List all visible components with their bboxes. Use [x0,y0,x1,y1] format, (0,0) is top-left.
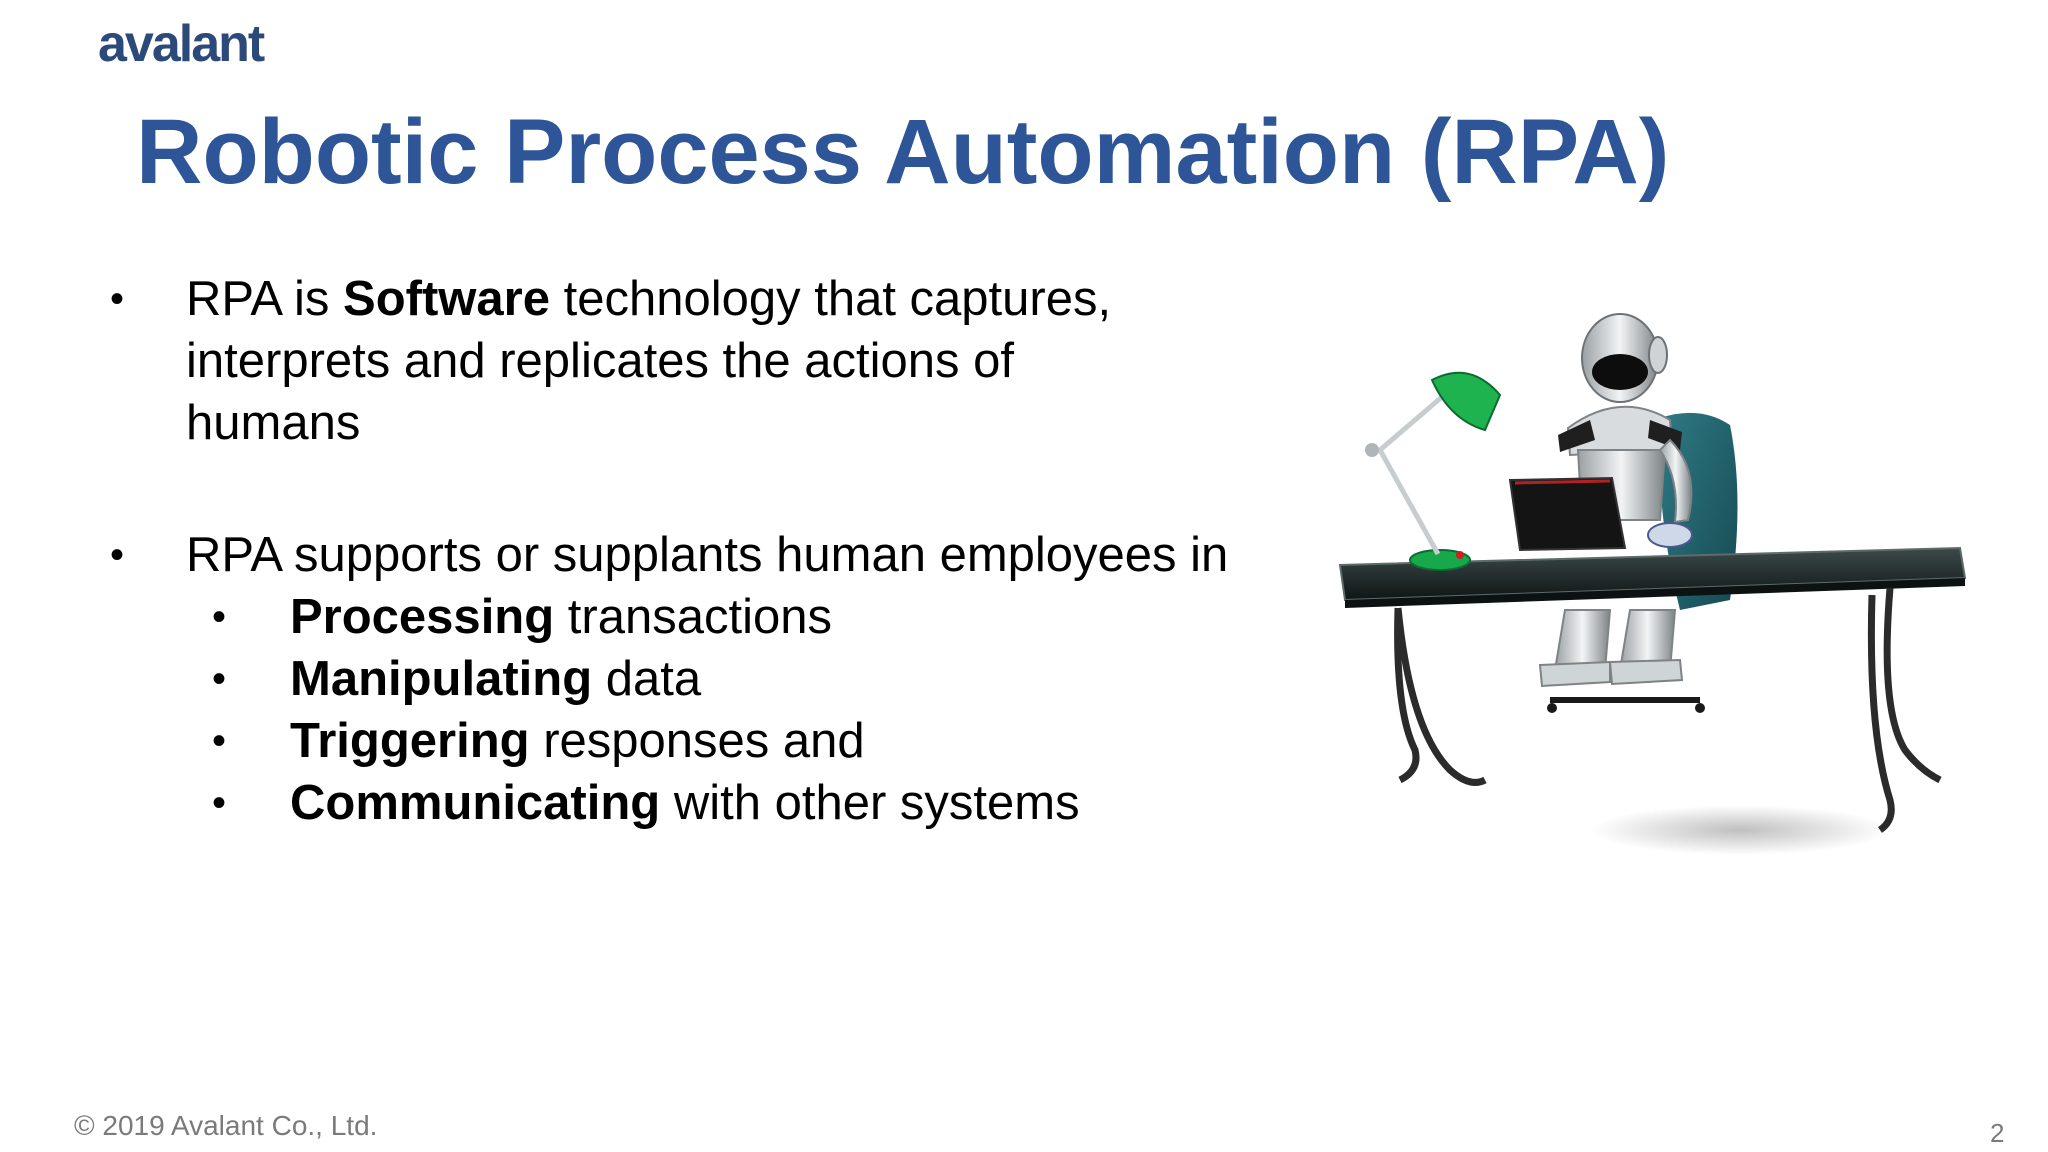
desk-leg [1394,607,1487,786]
bullet-line: RPA supports or supplants human employee… [186,528,1229,582]
bullet-bold-text: Software [343,272,550,326]
bullet-dot: • [212,595,227,639]
bullet-dot: • [110,277,125,321]
copyright-footer: © 2019 Avalant Co., Ltd. [74,1110,378,1141]
desk-leg [1394,607,1420,784]
bullet-dot: • [212,719,227,763]
robot-foot-left [1538,660,1611,688]
page-number: 2 [1990,1118,2005,1148]
sub-bullet-bold: Communicating [290,776,661,830]
sub-bullet-text: transactions [554,590,832,644]
bullet-line: RPA is Software technology that captures… [186,268,1336,330]
robot-head [1581,313,1668,403]
avalant-logo: avalant [98,15,265,73]
bullet-dot: • [212,657,227,701]
laptop [1508,476,1627,552]
sub-bullet-item: • Manipulating data [106,648,1336,710]
sub-bullet-bold: Triggering [290,714,530,768]
bullet-dot: • [212,781,227,825]
sub-bullet-item: • Communicating with other systems [106,772,1336,834]
bullet-item: • RPA is Software technology that captur… [106,268,1336,454]
slide-title: Robotic Process Automation (RPA) [136,101,1670,203]
robot-shoulder-pad-left [1558,420,1595,452]
robot-at-desk-illustration [1338,313,1967,855]
desk-leg [1867,594,1895,833]
sub-bullet-text: with other systems [660,776,1080,830]
robot-foot-right [1608,658,1684,686]
desk-leg [1883,587,1942,784]
slide-body: • RPA is Software technology that captur… [106,268,1336,834]
robot-hand [1647,522,1693,548]
sub-bullet-item: • Triggering responses and [106,710,1336,772]
bullet-dot: • [110,533,125,577]
sub-bullet-bold: Processing [290,590,555,644]
bullet-line: humans [186,396,361,450]
desk-lamp [1365,371,1502,571]
robot-arm [1658,438,1693,524]
bullet-text: RPA is [186,272,344,326]
bullet-text: technology that captures, [549,272,1112,326]
floor-shadow [1590,805,1890,855]
sub-bullet-text: data [592,652,702,706]
bullet-line: interprets and replicates the actions of [186,334,1015,388]
bullet-item: • RPA supports or supplants human employ… [106,524,1336,586]
desk-edge [1345,578,1965,608]
sub-bullet-bold: Manipulating [290,652,593,706]
sub-bullet-text: responses and [529,714,865,768]
sub-bullet-item: • Processing transactions [106,586,1336,648]
